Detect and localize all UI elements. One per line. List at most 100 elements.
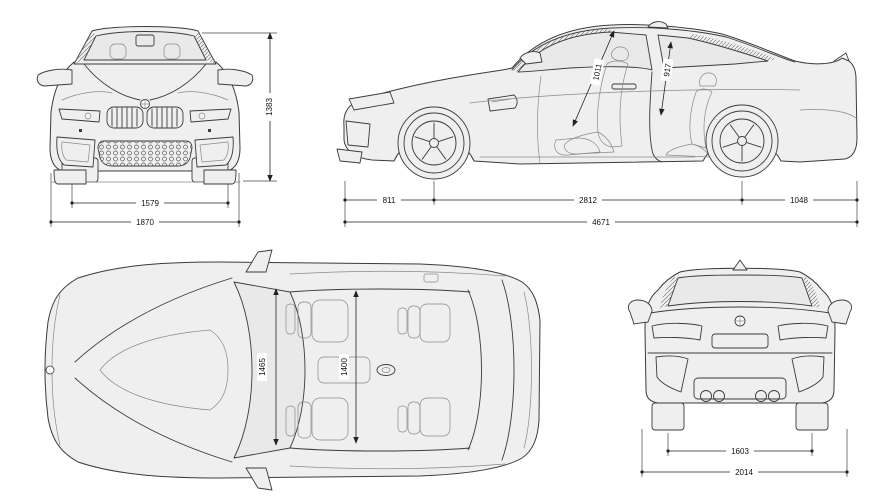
front-sensor-left <box>79 129 82 132</box>
front-fender-line-right <box>177 91 229 101</box>
side-headlight <box>348 91 395 111</box>
front-rearview-mirror <box>135 34 155 47</box>
rear-deck-line <box>649 306 831 314</box>
front-fender-line-left <box>61 91 113 101</box>
front-side-intake-left-inner <box>61 141 91 163</box>
side-door-front-seam <box>537 75 542 164</box>
dim-front-height: 1383 <box>202 32 277 182</box>
side-rear-wheel <box>705 104 779 178</box>
front-hood-line-right <box>149 63 207 101</box>
front-side-intake-right-inner <box>199 141 229 163</box>
dim-top-rear-interior-width: 1400 <box>339 290 359 444</box>
top-rear-seats <box>397 303 451 437</box>
front-headroom-label: 1011 <box>591 62 603 81</box>
top-cabin-edge-upper <box>289 288 471 293</box>
rear-width-mirrors-label: 2014 <box>735 468 753 477</box>
rear-pillar-hatch-right <box>802 277 820 308</box>
front-mirror-left <box>36 68 73 87</box>
front-mirror-right <box>217 68 254 87</box>
front-view: 1383 1579 1870 <box>36 26 277 227</box>
side-front-splitter <box>336 148 363 164</box>
top-roof-edge-upper <box>289 270 506 277</box>
front-interior-width-label: 1465 <box>258 358 267 376</box>
top-view: 1465 1400 <box>44 249 541 491</box>
dim-top-front-interior-width: 1465 <box>257 288 279 446</box>
top-rear-window-rear-edge <box>501 279 515 461</box>
side-mirror <box>519 51 543 65</box>
side-fender-vent-inner <box>491 98 512 103</box>
rear-mirror-left <box>627 299 653 325</box>
rear-bumper-vent-right <box>791 355 825 393</box>
bmw-roundel-top-icon <box>45 365 55 375</box>
rear-antenna-fin-icon <box>732 259 748 271</box>
side-front-wheel <box>397 106 471 180</box>
top-hood-v-lower <box>74 377 233 463</box>
dim-rear-headroom: 917 <box>659 41 674 116</box>
rear-track-label: 1603 <box>731 447 749 456</box>
front-center-intake <box>97 140 193 167</box>
front-headrest-right <box>163 43 181 60</box>
rear-mirror-right <box>827 299 853 325</box>
front-overall-width-label: 1870 <box>136 218 154 227</box>
front-headlight-right-lens <box>198 112 206 120</box>
top-roof-edge-lower <box>289 463 506 470</box>
dim-front-headroom: 1011 <box>572 30 615 127</box>
bmw-roundel-rear-cross <box>734 315 746 327</box>
rear-bumper-vent-left <box>655 355 689 393</box>
bmw-roundel-front-cross <box>140 99 150 109</box>
side-door-seam <box>649 71 663 163</box>
rear-exhaust-pipes <box>700 390 780 402</box>
top-shifter-inner <box>381 367 391 373</box>
top-windshield <box>233 281 306 459</box>
rear-diffuser <box>693 377 787 400</box>
rear-headroom-label: 917 <box>662 62 673 77</box>
side-rear-seat <box>665 72 717 158</box>
wheelbase-label: 2812 <box>579 196 597 205</box>
dim-side-lengths: 811 2812 1048 4671 <box>343 181 859 227</box>
top-trunk-edge <box>523 291 532 449</box>
front-splitter-right <box>203 169 237 185</box>
top-cabin-edge-lower <box>289 447 471 452</box>
front-hood-line-left <box>83 63 141 101</box>
side-spoiler-lip <box>833 52 850 62</box>
front-headrest-left <box>109 43 127 60</box>
rear-tire-right <box>795 402 829 431</box>
front-apillar-hatch-left <box>74 31 96 64</box>
top-shifter <box>376 364 396 376</box>
front-height-label: 1383 <box>265 98 274 116</box>
side-dlo-line <box>511 27 796 71</box>
front-kidney-grille-right <box>146 106 184 129</box>
side-view: 1011 917 811 2812 1048 4671 <box>336 21 859 227</box>
dim-front-track: 1579 <box>70 184 230 208</box>
rear-plate-recess <box>711 333 769 349</box>
rear-window <box>667 274 813 307</box>
top-rear-window-front-edge <box>467 289 482 451</box>
front-track-label: 1579 <box>141 199 159 208</box>
top-hood-v-upper <box>74 277 233 363</box>
rear-view: 1603 2014 <box>627 259 853 477</box>
rear-taillight-left <box>651 322 703 341</box>
front-sensor-right <box>208 129 211 132</box>
front-apillar-hatch-right <box>194 31 216 64</box>
side-roof-fin <box>647 21 669 29</box>
top-mirror-lower <box>245 467 273 491</box>
front-headlight-left-lens <box>84 112 92 120</box>
side-character-line <box>469 89 801 104</box>
rear-interior-width-label: 1400 <box>340 358 349 376</box>
top-fuel-cap <box>423 273 439 283</box>
front-splitter-left <box>53 169 87 185</box>
rear-taillight-right <box>777 322 829 341</box>
dim-front-overall-width: 1870 <box>49 173 241 227</box>
front-grille-slats <box>111 107 178 128</box>
top-hood-bulge <box>99 329 229 411</box>
dim-rear-track: 1603 <box>666 433 814 456</box>
side-cpillar-hatch <box>688 34 776 61</box>
top-mirror-upper <box>245 249 273 273</box>
top-front-seats <box>285 299 349 441</box>
dim-rear-width-mirrors: 2014 <box>640 429 849 477</box>
overall-length-label: 4671 <box>592 218 610 227</box>
side-front-intake <box>345 120 371 148</box>
rear-tire-left <box>651 402 685 431</box>
